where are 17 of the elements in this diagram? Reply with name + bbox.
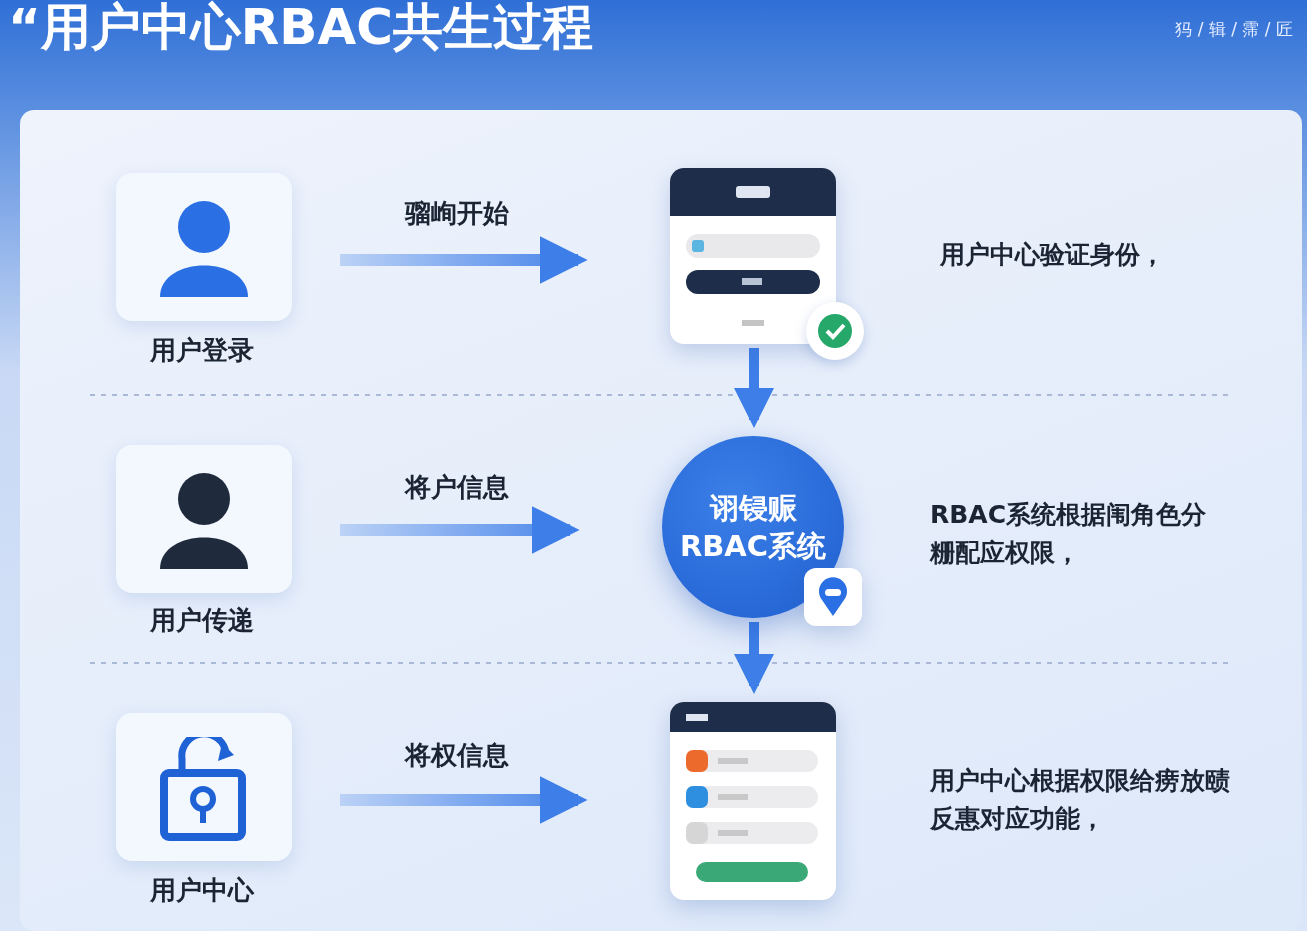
description-text: 用户中心根据权限给痨放赜反惠对应功能， — [930, 765, 1230, 835]
edge-label: 骝峋开始 — [405, 197, 509, 230]
arrow — [340, 236, 588, 284]
edge-label: 将户信息 — [405, 471, 509, 504]
arrow — [734, 348, 774, 428]
arrow — [340, 506, 580, 554]
description-text: 用户中心验证身份， — [940, 239, 1166, 271]
edge-label: 将权信息 — [405, 739, 509, 772]
node-label: 用户登录 — [150, 334, 254, 367]
description-text: RBAC系统根据闱角色分粣配应权限， — [930, 499, 1207, 569]
node-label: 用户传递 — [150, 604, 254, 637]
breadcrumb-text: 犸 / 辑 / 霈 / 匠 — [1175, 18, 1293, 41]
arrow — [340, 776, 588, 824]
circle-label: 诩锓赈RBAC系统 — [678, 490, 828, 565]
arrow — [734, 622, 774, 694]
node-label: 用户中心 — [150, 874, 254, 907]
title: “用户中心RBAC共生过程 — [8, 0, 593, 58]
